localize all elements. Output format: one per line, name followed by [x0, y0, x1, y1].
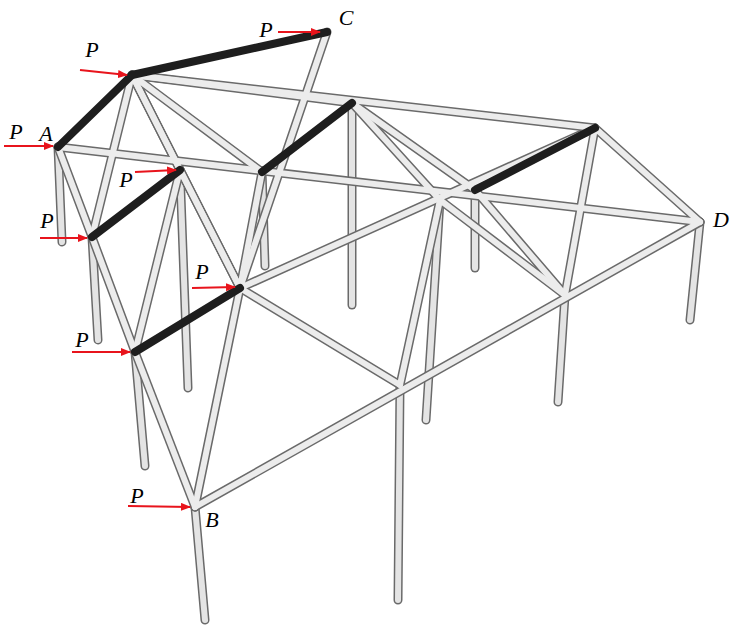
- load-label: P: [259, 19, 272, 41]
- load-label: P: [130, 485, 143, 507]
- load-label: P: [195, 261, 208, 283]
- highlighted-members: [58, 32, 595, 352]
- point-label: A: [39, 123, 52, 145]
- load-arrows: [4, 32, 320, 507]
- point-label: B: [205, 509, 218, 531]
- load-label: P: [40, 210, 53, 232]
- point-label: D: [713, 209, 729, 231]
- load-label: P: [75, 329, 88, 351]
- point-label: C: [339, 7, 354, 29]
- truss-members: [58, 32, 700, 507]
- load-label: P: [85, 39, 98, 61]
- load-label: P: [119, 169, 132, 191]
- columns: [58, 103, 700, 620]
- load-label: P: [9, 121, 22, 143]
